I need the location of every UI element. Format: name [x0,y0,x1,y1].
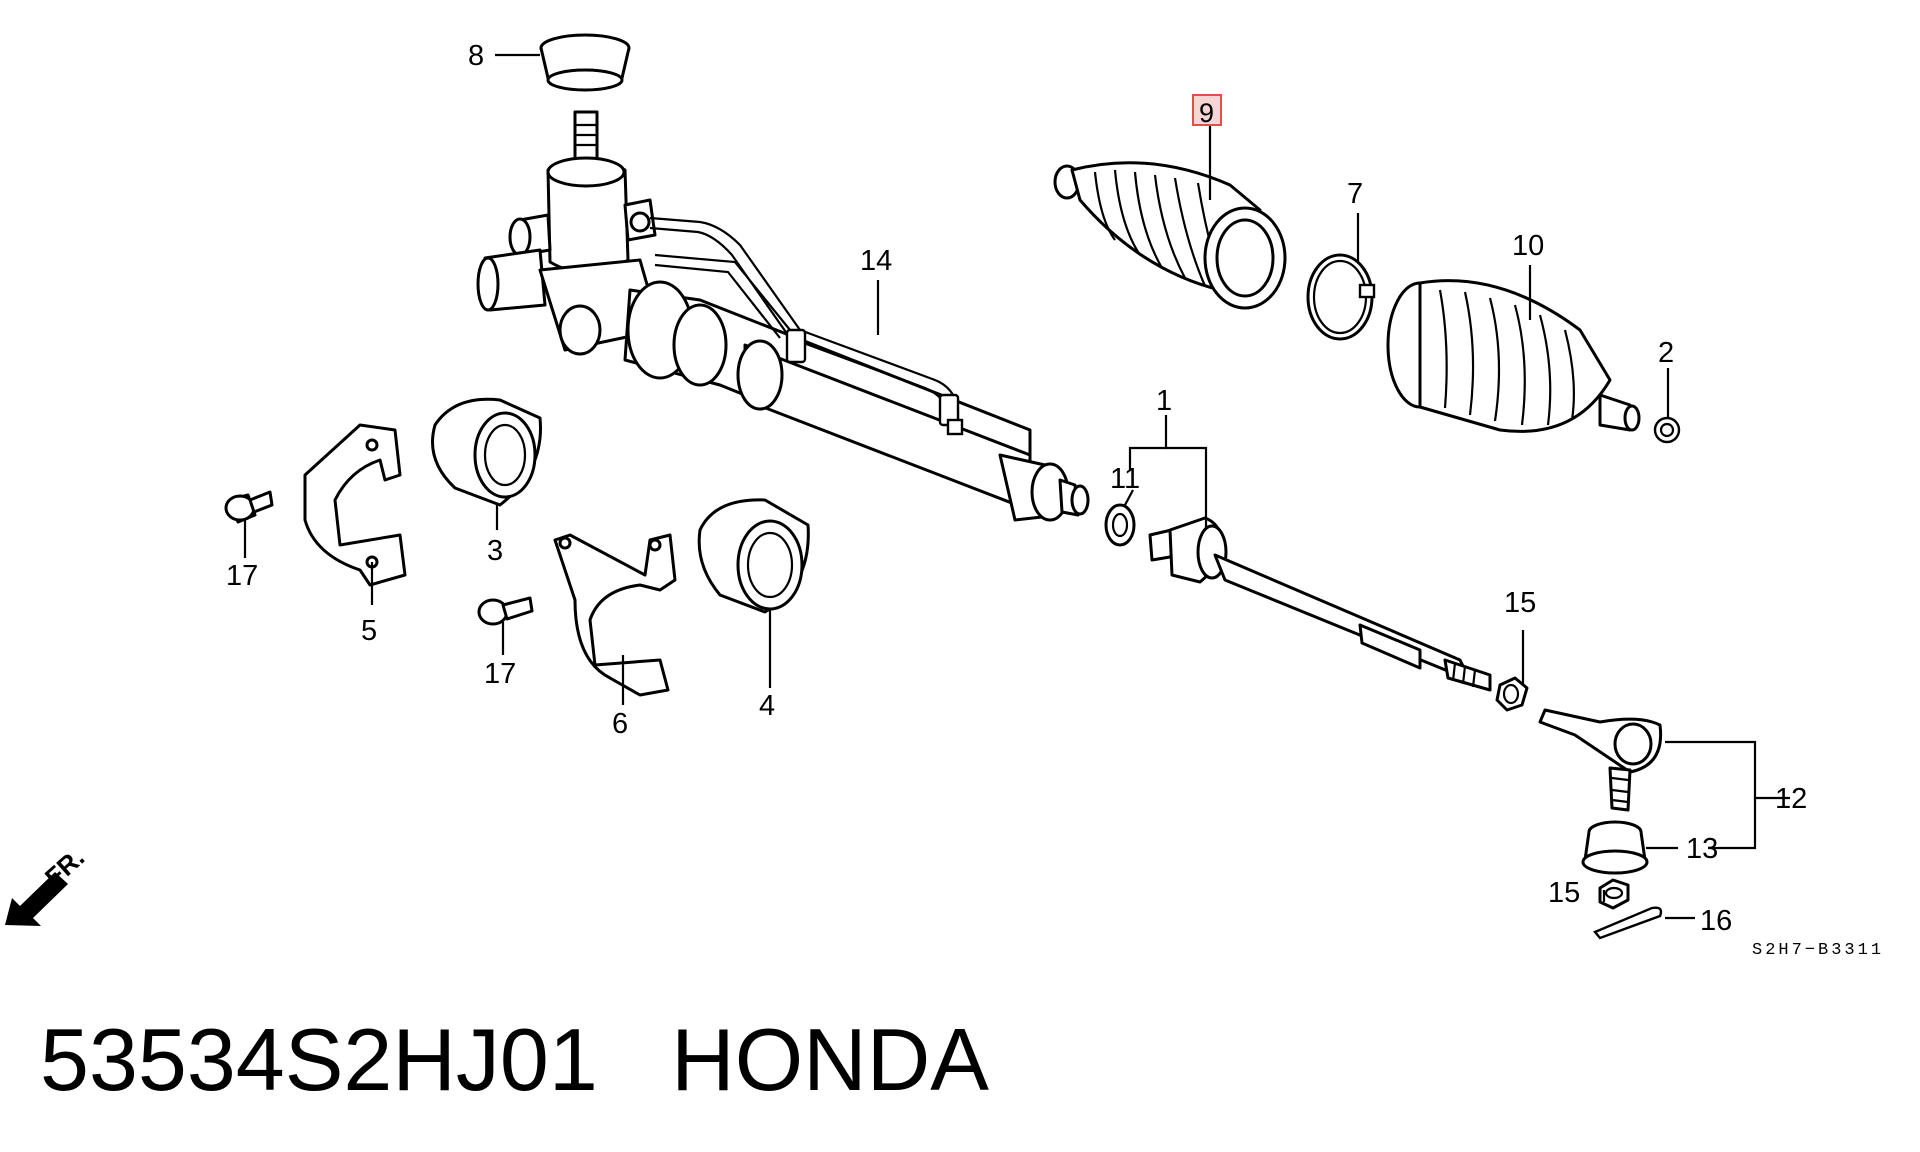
part-12-tie-rod-end[interactable] [1538,708,1663,812]
part-number: 53534S2HJ01 [40,1010,598,1109]
callout-1[interactable]: 1 [1156,385,1172,417]
part-4-bushing[interactable] [697,498,810,614]
callout-4[interactable]: 4 [759,690,775,722]
steering-rack-housing[interactable] [476,110,1090,522]
front-arrow-icon [5,872,68,926]
callout-6[interactable]: 6 [612,708,628,740]
callout-8[interactable]: 8 [468,40,484,72]
callout-15a[interactable]: 15 [1504,587,1536,619]
part-13-dust-seal[interactable] [1581,820,1649,875]
callout-3[interactable]: 3 [487,535,503,567]
callout-2[interactable]: 2 [1658,337,1674,369]
front-direction-indicator: FR. [5,842,90,926]
callout-9[interactable]: 9 [1199,98,1214,128]
part-10-tie-rod-boot[interactable] [1386,279,1641,433]
callout-17a[interactable]: 17 [226,560,258,592]
diagram-code: S2H7−B3311 [1752,941,1884,960]
part-2-clip[interactable] [1653,416,1681,444]
part-11-lock-washer[interactable] [1104,503,1136,547]
part-17-bolt-b[interactable] [477,596,534,626]
part-16-cotter-pin[interactable] [1593,906,1663,940]
part-caption: 53534S2HJ01 HONDA [40,1010,989,1110]
callout-5[interactable]: 5 [361,615,377,647]
part-6-bracket[interactable] [553,533,677,697]
callout-14[interactable]: 14 [860,245,892,277]
brand-name: HONDA [671,1010,989,1109]
callout-13[interactable]: 13 [1686,833,1718,865]
callout-17b[interactable]: 17 [484,658,516,690]
leader-lines [243,53,1790,920]
callout-10[interactable]: 10 [1512,230,1544,262]
part-15-jam-nut-b[interactable] [1598,878,1630,910]
callout-11[interactable]: 11 [1110,463,1140,495]
callout-7[interactable]: 7 [1347,178,1363,210]
part-15-jam-nut-a[interactable] [1495,676,1529,712]
callout-12[interactable]: 12 [1775,783,1807,815]
callout-16[interactable]: 16 [1700,905,1732,937]
part-7-boot-band[interactable] [1306,253,1376,341]
part-9-tie-rod-boot[interactable] [1053,161,1287,310]
callouts: 8 14 9 7 10 2 1 11 3 17 5 17 4 6 15 12 1… [226,40,1807,937]
part-8-dust-seal[interactable] [539,33,631,92]
part-14-feed-pipes[interactable] [649,216,964,436]
part-3-bushing[interactable] [431,397,542,507]
part-1-tie-rod[interactable] [1148,516,1492,692]
callout-9-selected[interactable]: 9 [1192,94,1222,128]
part-17-bolt-a[interactable] [224,490,274,524]
callout-15b[interactable]: 15 [1548,877,1580,909]
part-5-bracket[interactable] [303,423,407,587]
